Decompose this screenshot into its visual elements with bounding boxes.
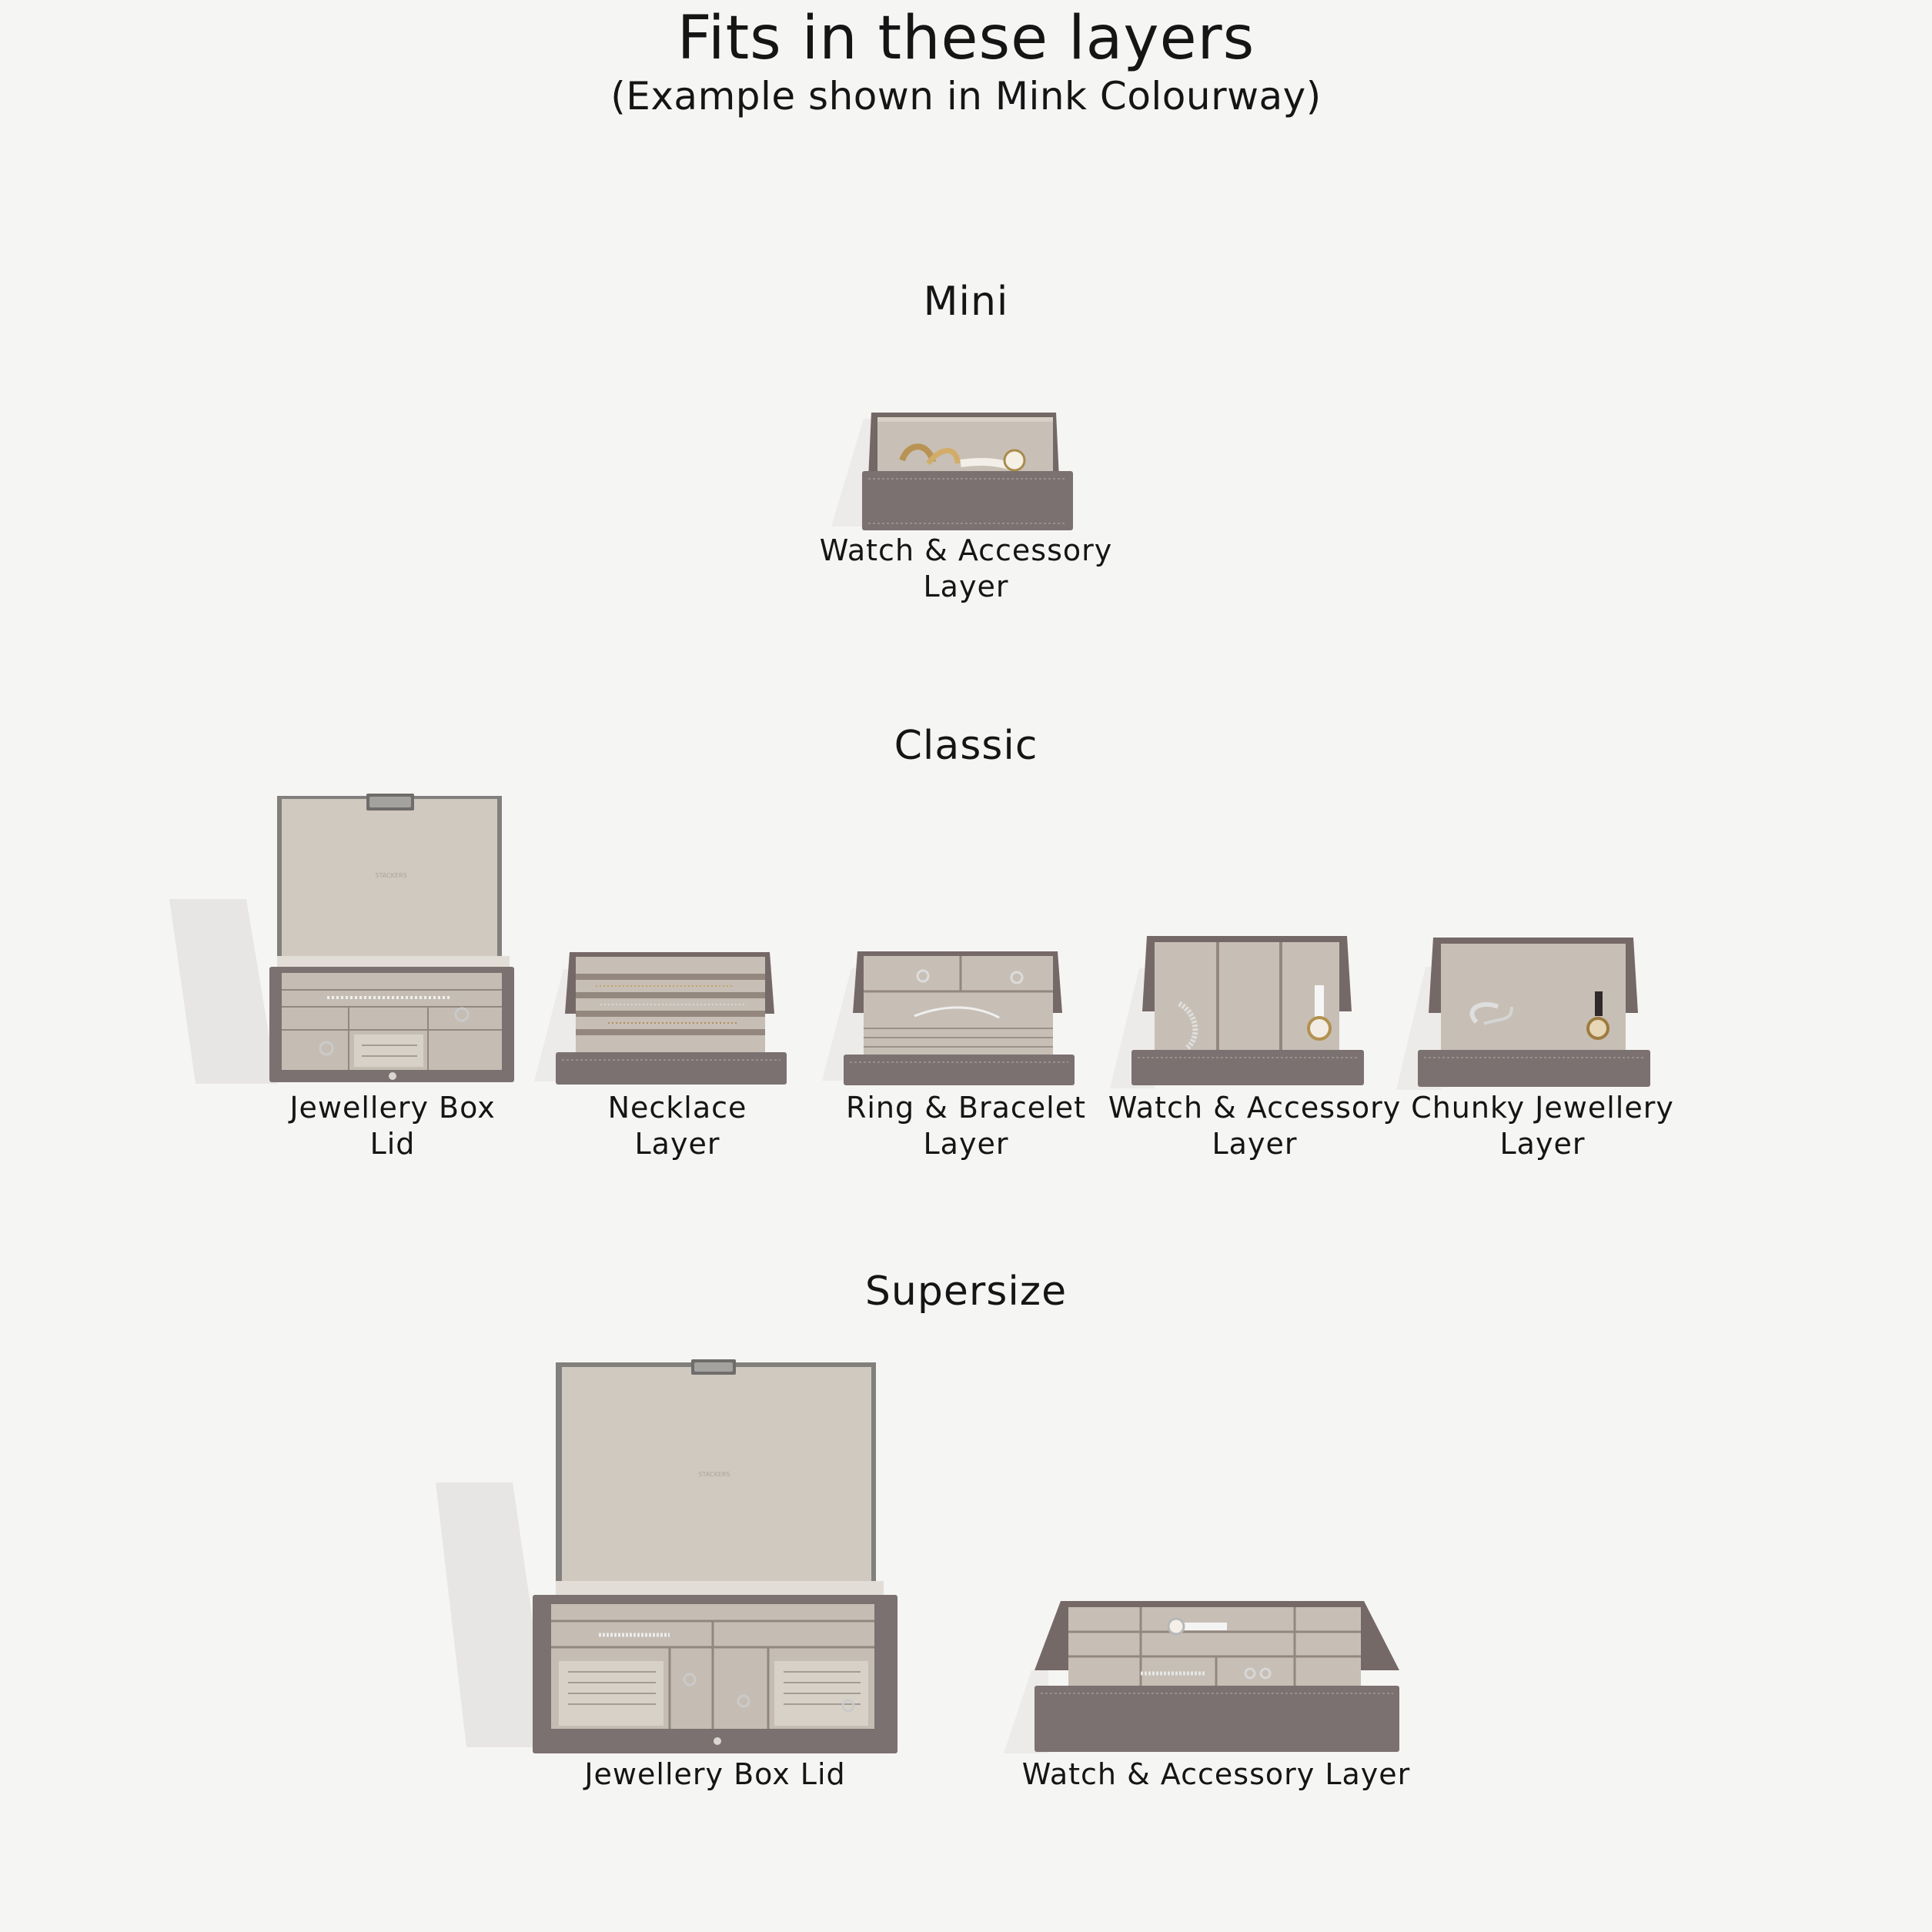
classic-ring-bracelet-layer-image (822, 950, 1091, 1090)
supersize-watch-accessory-layer-label: Watch & Accessory Layer (1021, 1757, 1411, 1791)
classic-ring-bracelet-layer-label: Ring & Bracelet Layer (845, 1091, 1087, 1161)
section-heading-classic: Classic (894, 723, 1038, 769)
classic-chunky-jewellery-layer-image (1396, 936, 1666, 1090)
supersize-watch-accessory-layer-image (1004, 1599, 1404, 1753)
svg-text:STACKERS: STACKERS (375, 872, 406, 879)
supersize-jewellery-box-lid-image: STACKERS (436, 1359, 905, 1760)
classic-chunky-jewellery-layer-label: Chunky Jewellery Layer (1411, 1091, 1674, 1161)
svg-text:STACKERS: STACKERS (698, 1471, 730, 1478)
mini-watch-accessory-layer-label: Watch & Accessory Layer (819, 533, 1113, 603)
page-subtitle: (Example shown in Mink Colourway) (610, 74, 1322, 119)
classic-necklace-layer-label: Necklace Layer (607, 1091, 747, 1161)
classic-watch-accessory-layer-label: Watch & Accessory Layer (1108, 1091, 1402, 1161)
section-heading-mini: Mini (923, 279, 1009, 325)
supersize-jewellery-box-lid-label: Jewellery Box Lid (584, 1757, 846, 1791)
mini-watch-accessory-layer-image (831, 400, 1108, 539)
section-heading-supersize: Supersize (864, 1269, 1068, 1315)
classic-necklace-layer-image (534, 951, 804, 1089)
classic-jewellery-box-lid-image: STACKERS (169, 791, 516, 1091)
classic-watch-accessory-layer-image (1110, 934, 1379, 1090)
classic-jewellery-box-lid-label: Jewellery Box Lid (289, 1091, 496, 1161)
page-title: Fits in these layers (677, 4, 1255, 73)
